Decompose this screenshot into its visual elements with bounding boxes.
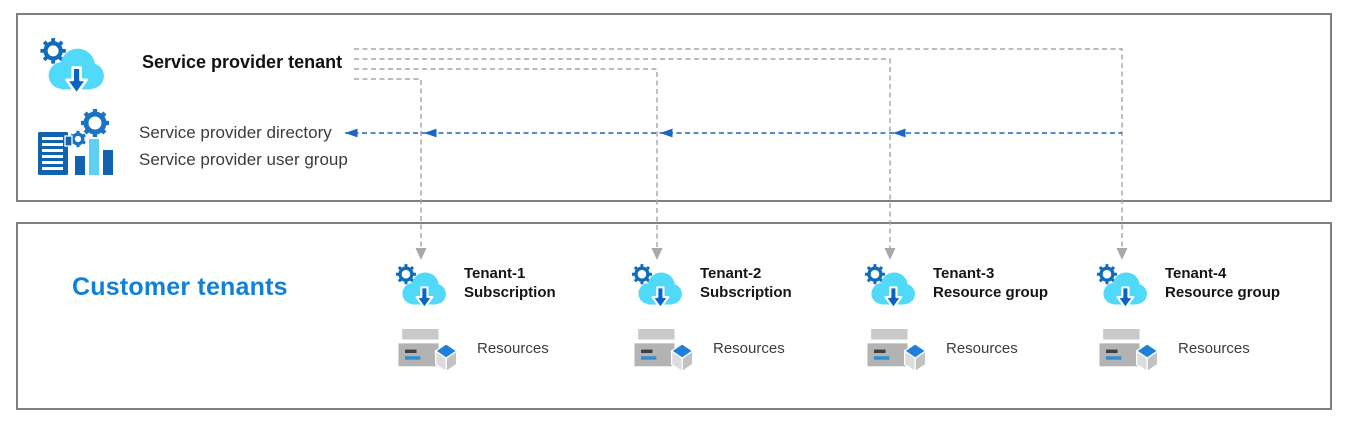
resources-label: Resources (713, 340, 785, 357)
provider-user-group-label: Service provider user group (139, 150, 348, 169)
resources-label: Resources (946, 340, 1018, 357)
tenant-name: Tenant-4 (1165, 265, 1227, 282)
customer-tenants-title: Customer tenants (72, 273, 288, 301)
resources-label: Resources (477, 340, 549, 357)
cloud-gear-icon (34, 33, 108, 100)
tenant-label: Tenant-1 Subscription (464, 264, 556, 302)
resources-cube-icon (398, 329, 458, 373)
directory-gears-chart-icon (38, 107, 118, 177)
tenant-scope: Resource group (1165, 284, 1281, 301)
tenant-name: Tenant-2 (700, 265, 762, 282)
resources-label: Resources (1178, 340, 1250, 357)
resources-cube-icon (634, 329, 694, 373)
resources-cube-icon (867, 329, 927, 373)
cloud-gear-icon (391, 260, 449, 313)
provider-directory-label: Service provider directory (139, 123, 332, 142)
service-provider-tenant-box (16, 13, 1332, 202)
tenant-label: Tenant-3 Resource group (933, 264, 1048, 302)
cloud-gear-icon (860, 260, 918, 313)
customer-tenants-box (16, 222, 1332, 410)
cloud-gear-icon (627, 260, 685, 313)
tenant-scope: Subscription (464, 284, 556, 301)
tenant-block-2: Tenant-2 Subscription Resources (627, 221, 855, 409)
tenant-block-3: Tenant-3 Resource group Resources (860, 221, 1088, 409)
tenant-scope: Subscription (700, 284, 792, 301)
cloud-gear-icon (1092, 260, 1150, 313)
tenant-name: Tenant-3 (933, 265, 995, 282)
tenant-scope: Resource group (933, 284, 1049, 301)
tenant-label: Tenant-2 Subscription (700, 264, 792, 302)
tenant-block-1: Tenant-1 Subscription Resources (391, 221, 619, 409)
provider-tenant-title: Service provider tenant (142, 52, 343, 72)
resources-cube-icon (1099, 329, 1159, 373)
tenant-block-4: Tenant-4 Resource group Resources (1092, 221, 1320, 409)
tenant-label: Tenant-4 Resource group (1165, 264, 1280, 302)
tenant-name: Tenant-1 (464, 265, 526, 282)
